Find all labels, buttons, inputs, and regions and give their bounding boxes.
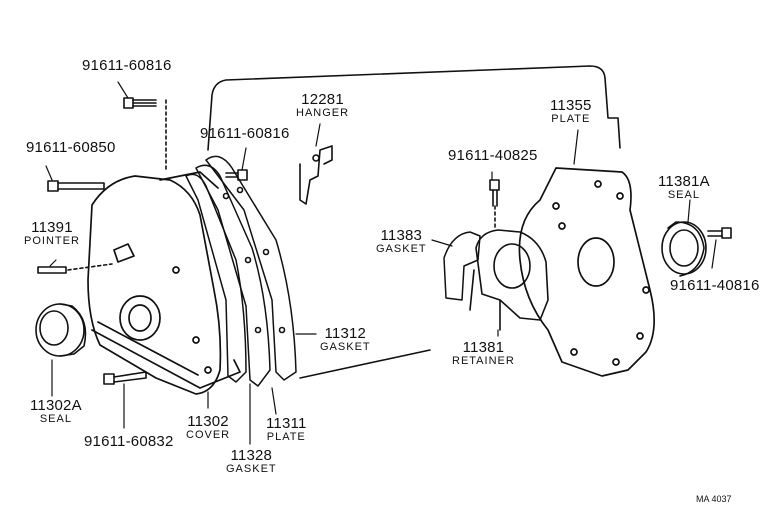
plate-11355: [518, 167, 655, 377]
part-name: COVER: [186, 428, 231, 441]
bolt-91611-60832: [103, 371, 147, 385]
retainer-leader: [299, 349, 431, 379]
seal-11302a: [35, 303, 87, 357]
label-seal-11381a: 11381A SEAL: [658, 174, 710, 201]
retainer-11381: [469, 229, 549, 331]
part-name: PLATE: [551, 112, 591, 125]
part-number: 11311: [266, 415, 307, 432]
part-name: GASKET: [376, 242, 427, 255]
part-number: 11381: [462, 339, 505, 356]
part-number: 11383: [380, 227, 423, 244]
label-bolt-91611-60816-mid: 91611-60816: [200, 126, 290, 142]
label-gasket-11383: 11383 GASKET: [376, 228, 427, 255]
part-number: 11355: [550, 97, 592, 114]
label-retainer-11381: 11381 RETAINER: [452, 340, 515, 367]
part-name: GASKET: [320, 340, 371, 353]
part-name: RETAINER: [452, 354, 515, 367]
bolt-91611-60850: [47, 180, 105, 192]
diagram-code: MA 4037: [696, 494, 732, 504]
label-seal-11302a: 11302A SEAL: [30, 398, 82, 425]
part-number: 91611-40816: [670, 277, 760, 294]
part-name: SEAL: [667, 188, 700, 201]
timing-cover: [87, 171, 241, 395]
part-number: 11312: [324, 325, 367, 342]
part-number: 91611-60816: [200, 125, 290, 142]
plate-11311: [195, 164, 271, 387]
part-number: 11302A: [30, 397, 82, 414]
bolt-91611-40825: [489, 179, 500, 229]
part-number: 91611-60816: [82, 57, 172, 74]
label-plate-11355: 11355 PLATE: [550, 98, 592, 125]
label-plate-11311: 11311 PLATE: [266, 416, 307, 443]
part-number: 91611-60850: [26, 139, 116, 156]
bolt-91611-60816-top: [123, 97, 167, 171]
part-name: SEAL: [39, 412, 72, 425]
label-bolt-91611-60816-top: 91611-60816: [82, 58, 172, 74]
gasket-11312: [205, 155, 297, 381]
part-number: 91611-40825: [448, 147, 538, 164]
pointer-11391: [37, 263, 113, 274]
label-gasket-11328: 11328 GASKET: [226, 448, 277, 475]
hanger-12281: [299, 145, 333, 205]
leader-lines: [45, 81, 717, 445]
part-number: 91611-60832: [84, 433, 174, 450]
label-bolt-91611-60832: 91611-60832: [84, 434, 174, 450]
label-hanger-12281: 12281 HANGER: [296, 92, 349, 119]
part-number: 11302: [187, 413, 229, 430]
part-number: 11328: [230, 447, 273, 464]
gasket-11383: [443, 231, 481, 301]
part-number: 11391: [31, 219, 73, 236]
part-name: POINTER: [24, 234, 80, 247]
label-cover-11302: 11302 COVER: [186, 414, 230, 441]
part-name: PLATE: [266, 430, 306, 443]
bolt-91611-40816: [707, 227, 732, 239]
part-number: 12281: [301, 91, 344, 108]
seal-11381a: [661, 221, 707, 277]
label-bolt-91611-60850: 91611-60850: [26, 140, 116, 156]
label-bolt-91611-40825: 91611-40825: [448, 148, 538, 164]
label-pointer-11391: 11391 POINTER: [24, 220, 80, 247]
group-bracket: [207, 65, 621, 151]
label-gasket-11312: 11312 GASKET: [320, 326, 371, 353]
part-name: HANGER: [296, 106, 350, 119]
label-bolt-91611-40816: 91611-40816: [670, 278, 760, 294]
part-name: GASKET: [226, 462, 277, 475]
part-number: 11381A: [658, 173, 710, 190]
